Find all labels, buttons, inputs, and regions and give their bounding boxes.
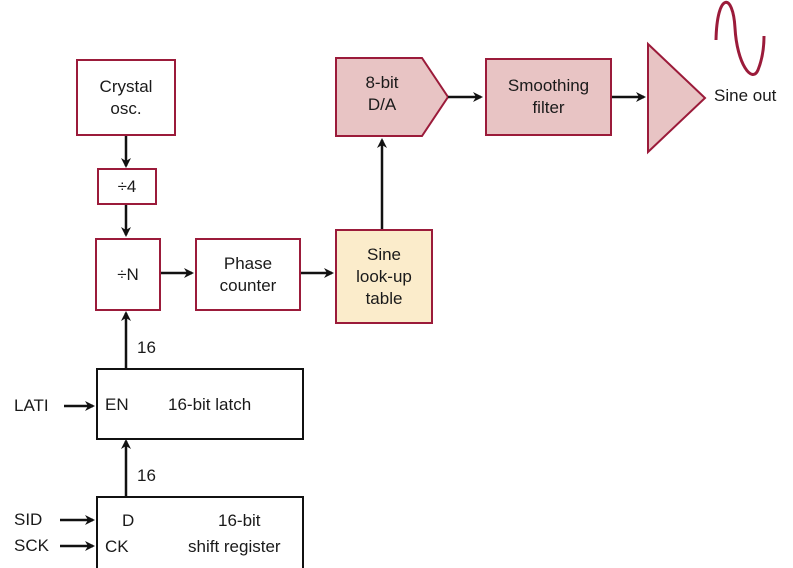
shift-register-d-label: D <box>122 511 135 530</box>
sck-input-label: SCK <box>14 536 49 555</box>
sid-input-label: SID <box>14 510 43 529</box>
divide-by-4-block: ÷4 <box>97 168 157 205</box>
crystal-oscillator-label-1: Crystal <box>99 76 153 96</box>
smoothing-filter-label-2: filter <box>532 98 565 117</box>
shift-register-ck-label: CK <box>105 537 129 556</box>
shift-register-block: D CK 16-bit shift register <box>96 496 304 568</box>
smoothing-filter-block: Smoothing filter <box>485 58 612 136</box>
sine-lookup-table-label-1: Sine <box>366 244 402 264</box>
sine-wave-icon <box>714 0 766 76</box>
latch-en-label: EN <box>105 395 129 414</box>
phase-counter-label-2: counter <box>219 275 277 295</box>
phase-counter-label-1: Phase <box>223 253 273 273</box>
shift-register-title-1: 16-bit <box>218 511 261 530</box>
lati-input-label: LATI <box>14 396 49 415</box>
dac-label: 8-bit D/A <box>336 72 428 116</box>
latch-block: EN 16-bit latch <box>96 368 304 440</box>
divide-by-4-label: ÷4 <box>117 176 137 196</box>
shift-register-title-2: shift register <box>188 537 281 556</box>
crystal-oscillator-block: Crystal osc. <box>76 59 176 136</box>
divide-by-n-block: ÷N <box>95 238 161 311</box>
sine-lookup-table-label-2: look-up <box>356 266 412 286</box>
sine-lookup-table-block: Sine look-up table <box>335 229 433 324</box>
bus-width-label-upper: 16 <box>137 338 156 357</box>
dac-block-shape <box>335 57 450 137</box>
output-amplifier <box>647 41 707 155</box>
latch-title: 16-bit latch <box>168 395 252 414</box>
bus-width-label-lower: 16 <box>137 466 156 485</box>
sine-out-label: Sine out <box>714 86 777 105</box>
phase-counter-block: Phase counter <box>195 238 301 311</box>
dac-label-1: 8-bit <box>365 73 399 92</box>
sine-lookup-table-label-3: table <box>365 288 403 308</box>
smoothing-filter-label-1: Smoothing <box>507 76 590 95</box>
divide-by-n-label: ÷N <box>117 264 139 284</box>
dac-label-2: D/A <box>367 95 397 114</box>
crystal-oscillator-label-2: osc. <box>110 98 142 118</box>
